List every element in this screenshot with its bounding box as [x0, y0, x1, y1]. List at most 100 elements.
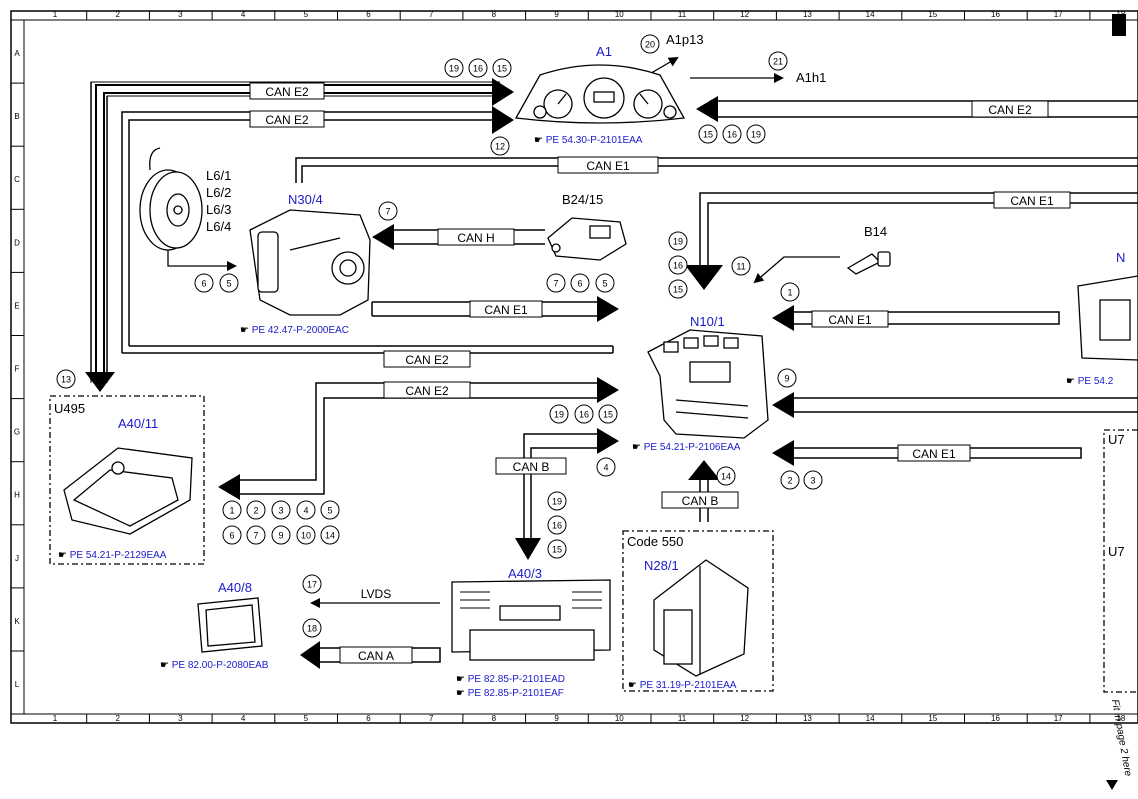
grid-column-label: 11 — [678, 714, 687, 723]
callout-circle — [444, 58, 464, 78]
right-u7-group-box — [1103, 429, 1138, 693]
callout-circle — [246, 500, 266, 520]
can-b-right-box — [661, 491, 739, 509]
can-e2-f-box — [383, 350, 471, 368]
callout-number: 19 — [552, 497, 562, 507]
can-e1-top-label: CAN E1 — [586, 159, 630, 173]
callout-circle — [596, 457, 616, 477]
grid-column-label: 13 — [803, 10, 812, 19]
can-e1-right-low-box — [897, 444, 971, 462]
right-partial-component-icon — [1077, 275, 1138, 361]
callout-circle — [378, 201, 398, 221]
grid-column-label: 2 — [115, 10, 120, 19]
callout-circle — [777, 368, 797, 388]
callout-number: 6 — [577, 279, 582, 289]
yaw-rate-sensor-icon — [547, 217, 627, 261]
callout-circle — [222, 500, 242, 520]
can-e2-right-box — [971, 100, 1049, 118]
a1-ref: ☛ PE 54.30-P-2101EAA — [534, 135, 643, 146]
grid-column-label: 12 — [740, 10, 749, 19]
grid-column-label: 6 — [366, 10, 371, 19]
can-a-box — [339, 646, 413, 664]
display-unit-icon — [197, 597, 263, 653]
callout-number: 16 — [673, 261, 683, 271]
code-550-group-box — [622, 530, 774, 692]
can-e2-b-box — [249, 110, 325, 128]
margin-note: Fit in page 2 here — [1109, 699, 1133, 778]
grid-column-label: 8 — [492, 10, 497, 19]
lvds-label: LVDS — [361, 587, 391, 601]
callout-number: 5 — [327, 506, 332, 516]
grid-column-label: 15 — [928, 714, 937, 723]
callout-number: 18 — [307, 624, 317, 634]
pointing-hand-icon: ☛ — [534, 135, 546, 146]
grid-column-label: 16 — [991, 714, 1000, 723]
n30-4-name: N30/4 — [288, 192, 323, 207]
l6-1-label: L6/1 — [206, 168, 231, 183]
grid-row-label: A — [14, 49, 20, 58]
head-unit-icon — [451, 579, 611, 661]
can-e1-right-mid-box — [811, 310, 889, 328]
can-e2-b-wire — [121, 111, 500, 353]
grid-row-label: F — [15, 365, 20, 374]
grid-row-label: D — [14, 238, 20, 247]
callout-number: 15 — [497, 64, 507, 74]
grid-row-label: E — [14, 301, 19, 310]
callout-number: 2 — [253, 506, 258, 516]
grid-row-label: G — [14, 428, 20, 437]
callout-circle — [547, 539, 567, 559]
callout-number: 16 — [552, 521, 562, 531]
grid-column-label: 14 — [866, 714, 875, 723]
callout-number: 3 — [278, 506, 283, 516]
callout-number: 12 — [495, 142, 505, 152]
can-e1-top-box — [557, 156, 659, 174]
callout-circle — [768, 51, 788, 71]
grid-column-label: 4 — [241, 714, 246, 723]
can-e1-right-top-label: CAN E1 — [1010, 194, 1054, 208]
can-b-left-label: CAN B — [513, 460, 550, 474]
n28-1-ref: ☛ PE 31.19-P-2101EAA — [628, 680, 737, 691]
grid-column-label: 4 — [241, 10, 246, 19]
can-a-label: CAN A — [358, 649, 394, 663]
callout-circle — [574, 404, 594, 424]
grid-column-label: 16 — [991, 10, 1000, 19]
callout-number: 1 — [229, 506, 234, 516]
callout-number: 5 — [602, 279, 607, 289]
grid-column-label: 6 — [366, 714, 371, 723]
callout-circle — [547, 515, 567, 535]
u495-label: U495 — [54, 401, 85, 416]
can-e2-vertical — [90, 82, 108, 380]
grid-column-label: 1 — [53, 10, 58, 19]
can-e2-b-label: CAN E2 — [265, 113, 309, 127]
u7-label-top: U7 — [1108, 432, 1125, 447]
grid-row-label: B — [14, 112, 19, 121]
l6-signal-line — [167, 250, 237, 271]
grid-column-label: 1 — [53, 714, 58, 723]
callout-circle — [222, 525, 242, 545]
can-b-right-label: CAN B — [682, 494, 719, 508]
l6-3-label: L6/3 — [206, 202, 231, 217]
callout-circle — [780, 470, 800, 490]
callout-circle — [698, 124, 718, 144]
can-e2-right-wire — [710, 100, 1138, 118]
grid-column-label: 15 — [928, 10, 937, 19]
callout-circle — [668, 231, 688, 251]
n10-1-ref: ☛ PE 54.21-P-2106EAA — [632, 442, 741, 453]
grid-column-label: 12 — [740, 714, 749, 723]
can-e2-g-wire — [233, 382, 600, 495]
callout-circle — [803, 470, 823, 490]
callout-number: 9 — [784, 374, 789, 384]
callout-number: 21 — [773, 57, 783, 67]
can-e2-a-label: CAN E2 — [265, 85, 309, 99]
brake-disc-sensor-icon — [139, 147, 203, 251]
pointing-hand-icon: ☛ — [456, 688, 468, 699]
callout-circle — [468, 58, 488, 78]
page-turn-triangle-icon — [1106, 780, 1118, 790]
grid-column-label: 17 — [1054, 10, 1063, 19]
can-b-left-box — [495, 457, 567, 475]
u7-label-bottom: U7 — [1108, 544, 1125, 559]
callout-number: 11 — [736, 262, 745, 272]
